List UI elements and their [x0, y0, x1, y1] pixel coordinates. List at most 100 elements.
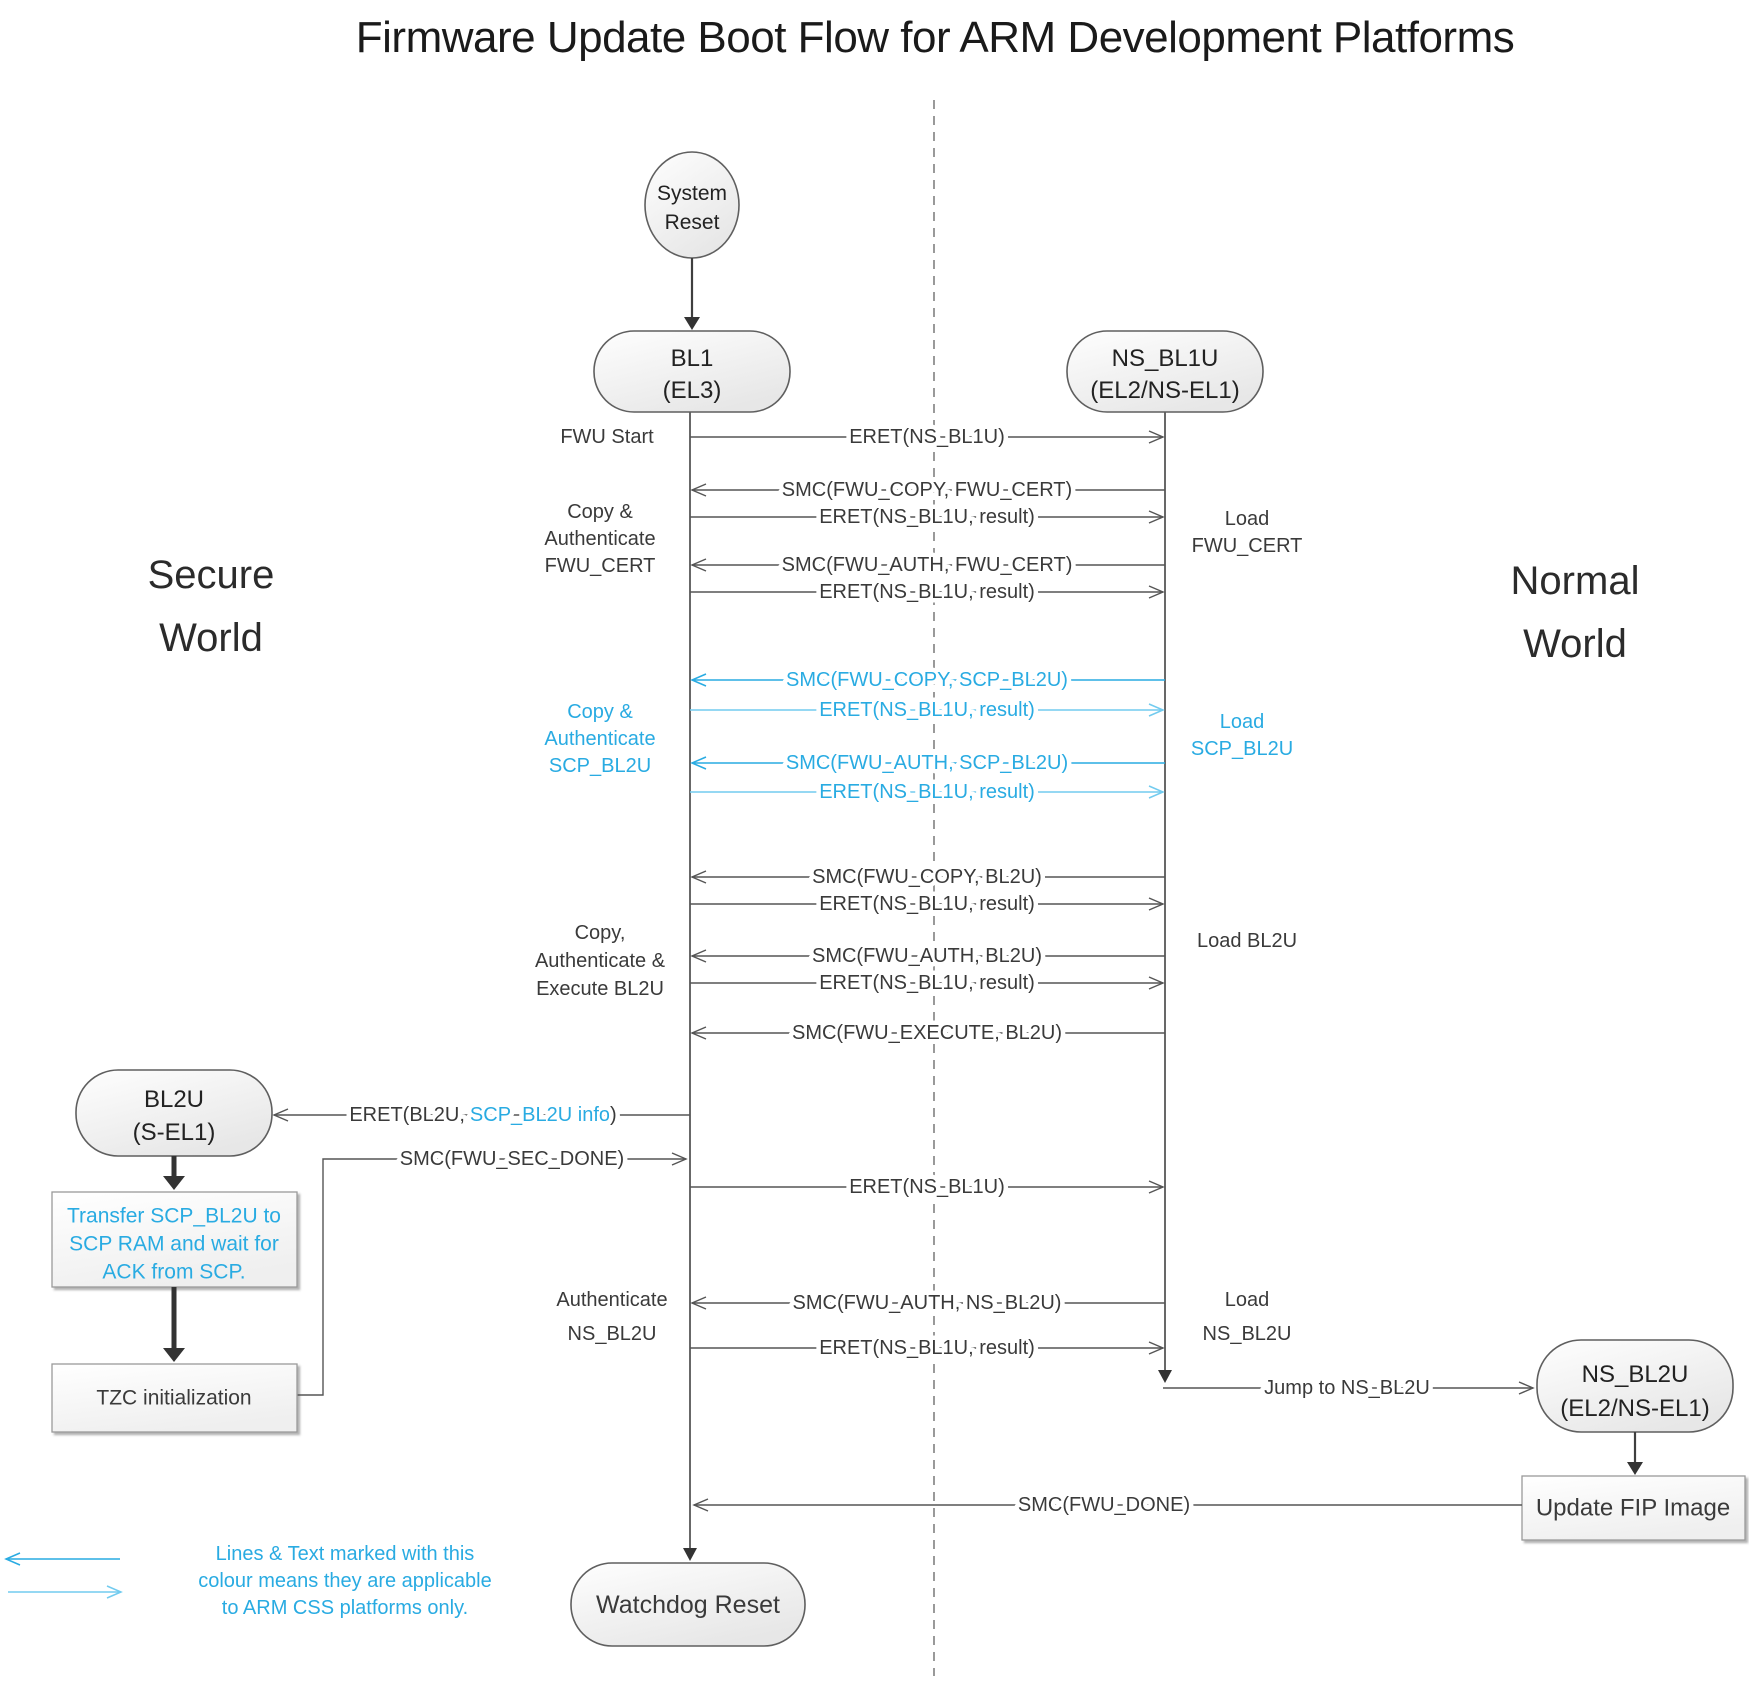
normal-world-line2: World — [1523, 622, 1627, 666]
system-reset-line1: System — [657, 182, 727, 205]
annotation-line: Authenticate — [544, 728, 655, 750]
arrow-label: SMC(FWU_AUTH, FWU_CERT) — [782, 554, 1073, 576]
arrow-head — [1148, 1180, 1165, 1194]
arrow-label: SMC(FWU_EXECUTE, BL2U) — [792, 1022, 1062, 1044]
legend-line2: colour means they are applicable — [198, 1570, 492, 1592]
ns-bl2u-to-update-fip-arrow — [1627, 1432, 1643, 1475]
normal-world-line1: Normal — [1511, 559, 1640, 603]
eret-result-arrow-2: ERET(NS_BL1U, result) — [690, 577, 1165, 608]
ns-bl1u-shape — [1066, 330, 1264, 413]
watchdog-reset-label: Watchdog Reset — [596, 1591, 780, 1619]
update-fip-shape — [1521, 1475, 1746, 1541]
arrow-head — [690, 870, 707, 884]
system-reset-to-bl1-arrow — [684, 258, 700, 330]
transfer-scp-line2: SCP RAM and wait for — [69, 1233, 279, 1256]
arrow-head — [690, 949, 707, 963]
eret-result-arrow-3: ERET(NS_BL1U, result) — [690, 695, 1165, 726]
arrow-head — [1518, 1381, 1535, 1395]
annotation-line: Load — [1225, 1289, 1270, 1311]
bl1-line2: (EL3) — [663, 377, 722, 404]
legend-line1: Lines & Text marked with this — [216, 1543, 475, 1565]
arrow-label: SMC(FWU_COPY, BL2U) — [812, 866, 1042, 888]
ns-bl1u-line2: (EL2/NS-EL1) — [1090, 377, 1239, 404]
ns-bl2u-node: NS_BL2U (EL2/NS-EL1) — [1536, 1339, 1734, 1433]
legend-left-arrow-icon — [4, 1552, 120, 1566]
bl1-node: BL1 (EL3) — [593, 330, 791, 413]
annotation-line: SCP_BL2U — [549, 755, 651, 777]
load-ns-bl2u-annotation: Load NS_BL2U — [1203, 1289, 1292, 1345]
smc-fwu-done-arrow: SMC(FWU_DONE) — [692, 1490, 1522, 1521]
load-scp-bl2u-annotation: Load SCP_BL2U — [1191, 711, 1293, 760]
annotation-line: NS_BL2U — [1203, 1323, 1292, 1345]
watchdog-reset-node: Watchdog Reset — [570, 1562, 806, 1647]
eret-result-arrow-1: ERET(NS_BL1U, result) — [690, 502, 1165, 533]
normal-world-label: Normal World — [1511, 559, 1640, 666]
smc-fwu-auth-ns-bl2u-arrow: SMC(FWU_AUTH, NS_BL2U) — [690, 1288, 1165, 1319]
arrow-label: SMC(FWU_AUTH, BL2U) — [812, 945, 1042, 967]
arrow-head — [1148, 1341, 1165, 1355]
smc-fwu-auth-scp-bl2u-arrow: SMC(FWU_AUTH, SCP_BL2U) — [690, 748, 1165, 779]
transfer-to-tzc-arrow — [163, 1287, 185, 1362]
arrow-head — [690, 1296, 707, 1310]
arrow-head — [1148, 703, 1165, 717]
system-reset-node: System Reset — [644, 151, 740, 259]
eret-result-arrow-6: ERET(NS_BL1U, result) — [690, 968, 1165, 999]
smc-fwu-auth-fwu-cert-arrow: SMC(FWU_AUTH, FWU_CERT) — [690, 550, 1165, 581]
arrow-head — [690, 673, 707, 687]
smc-fwu-sec-done-arrow: SMC(FWU_SEC_DONE) — [297, 1144, 688, 1396]
eret-ns-bl1u-arrow-2: ERET(NS_BL1U) — [690, 1172, 1165, 1203]
arrow-label: SMC(FWU_COPY, SCP_BL2U) — [786, 669, 1068, 691]
arrow-head — [671, 1152, 688, 1166]
transfer-scp-line1: Transfer SCP_BL2U to — [67, 1205, 281, 1228]
load-bl2u-annotation: Load BL2U — [1197, 930, 1297, 952]
jump-to-ns-bl2u-arrow: Jump to NS_BL2U — [1163, 1373, 1535, 1404]
arrow-head — [1148, 430, 1165, 444]
arrow-label: SMC(FWU_DONE) — [1018, 1494, 1190, 1516]
annotation-line: FWU_CERT — [545, 555, 656, 577]
load-fwu-cert-annotation: Load FWU_CERT — [1192, 508, 1303, 557]
annotation-line: FWU_CERT — [1192, 535, 1303, 557]
annotation-line: Load — [1225, 508, 1270, 530]
copy-auth-execute-bl2u-annotation: Copy, Authenticate & Execute BL2U — [535, 922, 666, 1000]
system-reset-line2: Reset — [665, 211, 720, 234]
legend-arrow-head — [106, 1585, 123, 1599]
ns-bl1u-lifeline — [1158, 412, 1172, 1383]
arrow-head — [690, 558, 707, 572]
arrow-head — [272, 1108, 289, 1122]
annotation-line: Authenticate — [556, 1289, 667, 1311]
annotation-line: Authenticate & — [535, 950, 666, 972]
secure-world-label: Secure World — [148, 553, 275, 660]
ns-bl1u-lifeline-arrowhead — [1158, 1370, 1172, 1383]
smc-fwu-copy-scp-bl2u-arrow: SMC(FWU_COPY, SCP_BL2U) — [690, 665, 1165, 696]
arrow-head — [692, 1498, 709, 1512]
arrow-label: SMC(FWU_COPY, FWU_CERT) — [782, 479, 1072, 501]
ns-bl2u-line2: (EL2/NS-EL1) — [1560, 1395, 1709, 1422]
eret-ns-bl1u-arrow-1: ERET(NS_BL1U) — [690, 422, 1165, 453]
arrow-head — [684, 317, 700, 330]
annotation-line: Copy, — [575, 922, 626, 944]
arrow-head — [690, 483, 707, 497]
arrow-label: ERET(NS_BL1U, result) — [819, 893, 1035, 915]
arrow-head — [1148, 976, 1165, 990]
arrow-label: Jump to NS_BL2U — [1264, 1377, 1430, 1399]
arrow-label: ERET(NS_BL1U, result) — [819, 506, 1035, 528]
annotation-line: SCP_BL2U — [1191, 738, 1293, 760]
annotation-line: Copy & — [567, 701, 633, 723]
watchdog-reset-shape — [570, 1562, 806, 1647]
smc-fwu-execute-bl2u-arrow: SMC(FWU_EXECUTE, BL2U) — [690, 1018, 1165, 1049]
arrow-label: SMC(FWU_AUTH, NS_BL2U) — [793, 1292, 1062, 1314]
bl2u-line2: (S-EL1) — [133, 1119, 216, 1146]
annotation-line: Authenticate — [544, 528, 655, 550]
transfer-scp-shape — [51, 1191, 298, 1288]
arrow-label: ERET(NS_BL1U) — [849, 1176, 1005, 1198]
copy-auth-fwu-cert-annotation: Copy & Authenticate FWU_CERT — [544, 501, 655, 577]
arrow-head — [163, 1348, 185, 1362]
annotation-line: Execute BL2U — [536, 978, 664, 1000]
arrow-head — [1148, 785, 1165, 799]
smc-fwu-copy-fwu-cert-arrow: SMC(FWU_COPY, FWU_CERT) — [690, 475, 1165, 506]
tzc-box: TZC initialization — [51, 1363, 298, 1433]
annotation-line: Copy & — [567, 501, 633, 523]
smc-fwu-copy-bl2u-arrow: SMC(FWU_COPY, BL2U) — [690, 862, 1165, 893]
copy-auth-scp-bl2u-annotation: Copy & Authenticate SCP_BL2U — [544, 701, 655, 777]
